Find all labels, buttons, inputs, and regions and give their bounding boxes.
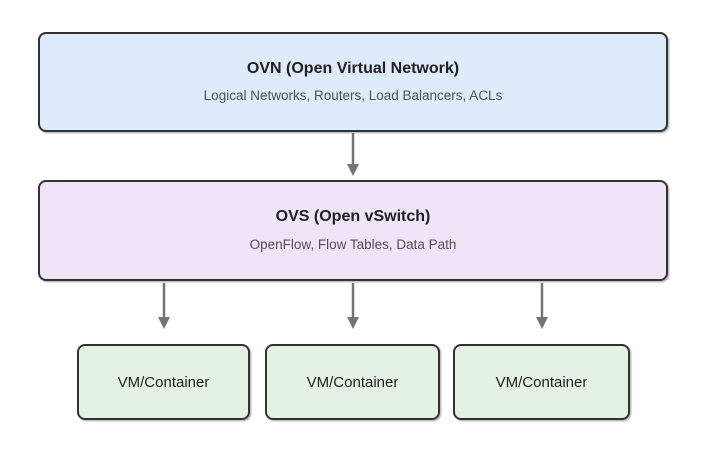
ovn-title: OVN (Open Virtual Network)	[246, 59, 460, 77]
vm-label: VM/Container	[306, 373, 399, 391]
ovs-subtitle: OpenFlow, Flow Tables, Data Path	[249, 236, 457, 252]
vm-label: VM/Container	[117, 373, 210, 391]
vm-node-3: VM/Container	[453, 344, 630, 420]
ovn-subtitle: Logical Networks, Routers, Load Balancer…	[203, 88, 503, 104]
vm-node-1: VM/Container	[77, 344, 250, 420]
ovn-node: OVN (Open Virtual Network) Logical Netwo…	[38, 32, 668, 132]
ovs-node: OVS (Open vSwitch) OpenFlow, Flow Tables…	[38, 180, 668, 281]
ovs-title: OVS (Open vSwitch)	[275, 208, 431, 226]
vm-label: VM/Container	[495, 373, 588, 391]
vm-node-2: VM/Container	[265, 344, 440, 420]
